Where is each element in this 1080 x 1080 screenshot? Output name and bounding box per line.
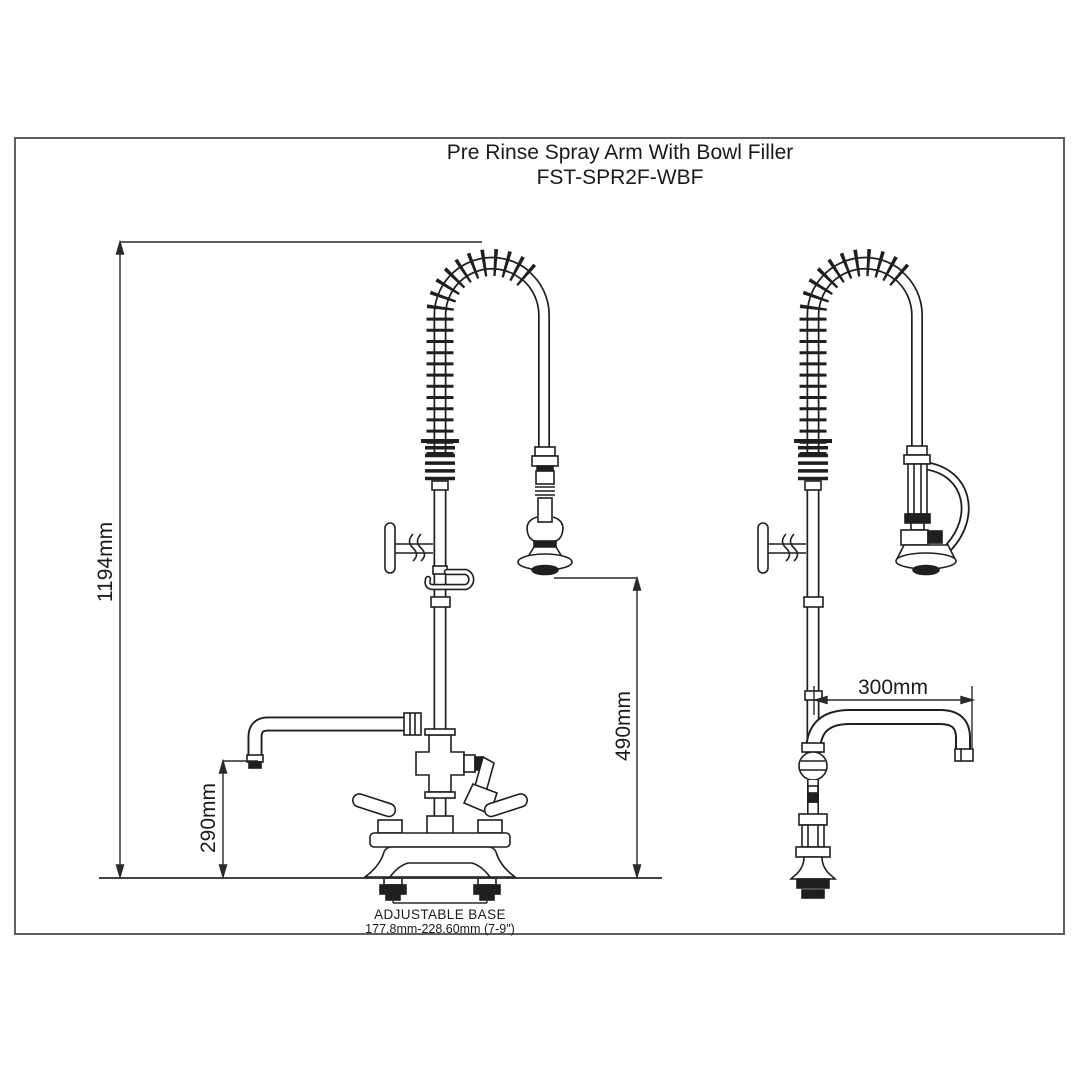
dimension-spout-reach: [812, 686, 976, 748]
model-number: FST-SPR2F-WBF: [536, 166, 704, 189]
spray-hose-coil-side: [794, 262, 917, 490]
spray-head-hanger-hook: [424, 565, 475, 591]
drawing-title: Pre Rinse Spray Arm With Bowl Filler: [446, 141, 794, 164]
dimension-spout-height: [218, 758, 258, 880]
label-base-range: 177.8mm-228.60mm (7-9"): [365, 922, 515, 936]
bowl-filler-spout-front: [246, 712, 422, 769]
dimension-labels: 1194mm 290mm 490mm 300mm ADJUSTABLE BASE…: [94, 522, 928, 936]
drawing-border: [14, 137, 1065, 935]
label-overall-height: 1194mm: [94, 522, 117, 602]
spray-valve-front: [517, 446, 573, 576]
dimension-overall-height: [115, 239, 482, 880]
dimension-spray-height: [554, 575, 642, 880]
side-view: [757, 262, 974, 899]
wall-bracket-side: [757, 522, 807, 574]
front-view: [246, 262, 573, 901]
spray-hose-coil: [421, 262, 544, 490]
label-adjustable-base: ADJUSTABLE BASE: [374, 907, 506, 922]
label-spout-reach: 300mm: [858, 676, 928, 699]
dimension-lines: [99, 239, 976, 904]
label-spray-height: 490mm: [612, 691, 635, 761]
spray-valve-side: [895, 445, 970, 576]
adjustable-base-bracket: [392, 895, 488, 904]
deck-mount-base: [352, 793, 528, 901]
riser-tee-valve: [415, 728, 499, 816]
title-block: Pre Rinse Spray Arm With Bowl Filler FST…: [447, 140, 794, 190]
wall-bracket: [384, 522, 434, 574]
label-spout-height: 290mm: [197, 783, 220, 853]
bowl-filler-spout-side: [798, 709, 974, 781]
base-stack-side: [789, 780, 837, 899]
